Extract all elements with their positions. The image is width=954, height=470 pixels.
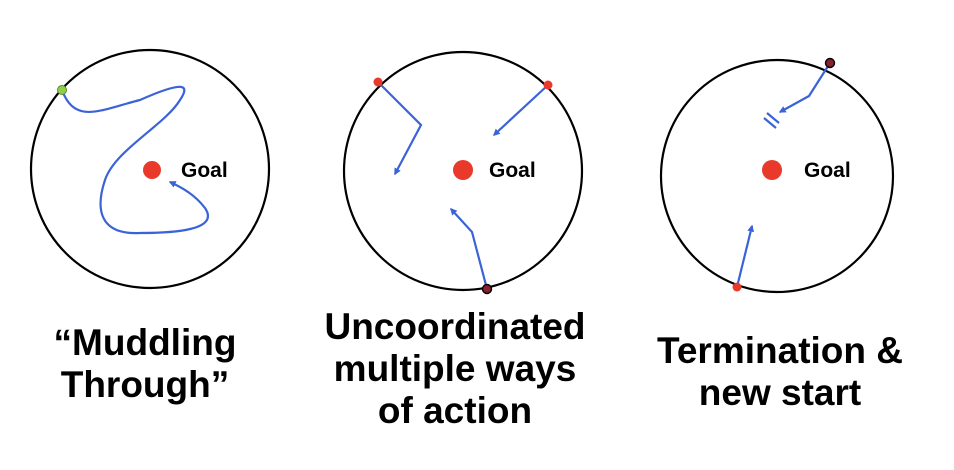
action-path-left	[377, 81, 423, 176]
new-start-path	[735, 224, 755, 288]
caption-line: new start	[698, 372, 862, 413]
goal-label: Goal	[489, 159, 536, 182]
action-path-bottom	[450, 207, 489, 290]
goal-dot	[453, 160, 473, 180]
start-point-left	[373, 77, 383, 87]
caption-line: Termination &	[657, 330, 903, 371]
caption-muddling-through: “Muddling Through”	[20, 322, 270, 406]
goal-dot	[143, 161, 161, 179]
boundary-circle	[342, 50, 584, 292]
caption-uncoordinated: Uncoordinated multiple ways of action	[290, 306, 620, 432]
action-path-right	[492, 84, 549, 136]
caption-line: “Muddling	[53, 322, 237, 363]
goal-dot	[762, 160, 782, 180]
termination-mark-2	[766, 112, 780, 124]
goal-label: Goal	[804, 159, 851, 182]
terminated-path	[778, 62, 831, 113]
old-start-point	[824, 57, 836, 69]
termination-mark-1	[763, 117, 777, 129]
caption-line: of action	[377, 390, 533, 431]
start-point-bottom	[481, 283, 493, 295]
boundary-circle	[659, 58, 895, 294]
goal-label: Goal	[181, 159, 228, 182]
caption-termination: Termination & new start	[630, 330, 930, 414]
panel-uncoordinated: Goal	[342, 50, 584, 295]
caption-line: Through”	[60, 364, 230, 405]
panel-termination: Goal	[659, 57, 895, 294]
wandering-path	[60, 85, 209, 235]
panel-muddling-through: Goal	[29, 48, 271, 290]
caption-line: multiple ways	[333, 348, 577, 389]
new-start-point	[732, 282, 742, 292]
boundary-circle	[29, 48, 271, 290]
caption-line: Uncoordinated	[324, 306, 586, 347]
start-point-right	[543, 80, 553, 90]
start-point	[57, 85, 67, 95]
